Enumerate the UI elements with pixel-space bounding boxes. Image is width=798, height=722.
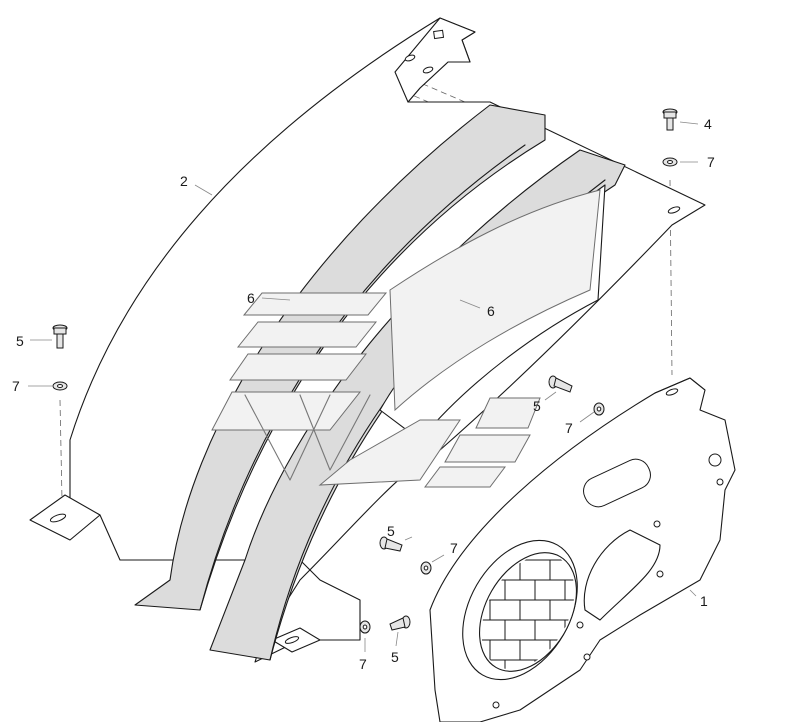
callout-part-6-center: 6 (487, 303, 495, 319)
callout-labels: 2 6 6 4 7 5 7 5 7 5 7 7 5 1 (12, 116, 715, 672)
bolt-center (379, 536, 403, 552)
washer-left (52, 381, 68, 391)
decal-group-right (424, 397, 541, 488)
vent-grille (462, 539, 590, 681)
leader-lines (28, 121, 699, 652)
callout-part-7-center-right: 7 (565, 420, 573, 436)
washer-top-right (662, 157, 678, 167)
washer-center-right (593, 402, 605, 416)
decal-group-center (318, 189, 601, 486)
washer-center (420, 561, 432, 575)
callout-part-6-left: 6 (247, 290, 255, 306)
callout-part-5-center: 5 (387, 523, 395, 539)
bolt-left (52, 324, 68, 349)
decal-group-left (211, 292, 388, 431)
callout-part-7-top-right: 7 (707, 154, 715, 170)
decal-logo-outline (244, 394, 371, 481)
callout-part-1: 1 (700, 593, 708, 609)
callout-part-7-center: 7 (450, 540, 458, 556)
callout-part-4: 4 (704, 116, 712, 132)
callout-part-5-bottom: 5 (391, 649, 399, 665)
bolt-top-right (662, 108, 678, 131)
bolt-center-right (548, 375, 573, 393)
callout-part-5-center-right: 5 (533, 398, 541, 414)
bolt-bottom (389, 615, 411, 631)
callout-part-2: 2 (180, 173, 188, 189)
callout-part-7-left: 7 (12, 378, 20, 394)
callout-part-5-left: 5 (16, 333, 24, 349)
washer-bottom (359, 620, 371, 634)
callout-part-7-bottom: 7 (359, 656, 367, 672)
